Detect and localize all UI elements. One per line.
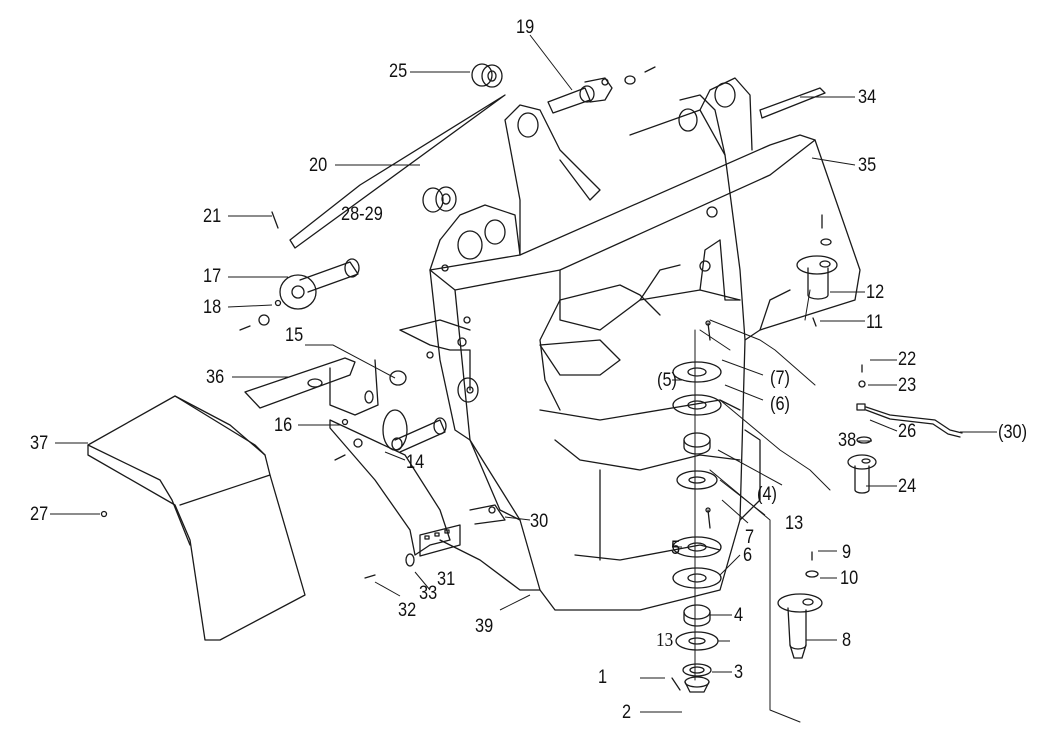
callout-13: 13 (785, 513, 804, 534)
callout-33: 33 (419, 583, 438, 604)
callout-18: 18 (203, 297, 222, 318)
bolt-markers (271, 211, 711, 529)
callout-35: 35 (858, 155, 877, 176)
callout-24: 24 (898, 476, 917, 497)
callout-7: 7 (745, 527, 755, 548)
shim-washers (422, 63, 503, 213)
callout-39: 39 (475, 616, 494, 637)
callout-10: 10 (840, 568, 859, 589)
callout-32: 32 (398, 600, 417, 621)
callout-27: 27 (30, 504, 49, 525)
callout-30: 30 (530, 511, 549, 532)
leader-lines (50, 34, 997, 713)
step-ladder (329, 419, 506, 579)
pin-8 (777, 551, 823, 659)
callout-34: 34 (858, 87, 877, 108)
callout-20: 20 (309, 155, 328, 176)
frame-pin-bores (441, 82, 736, 403)
callout-26: 26 (898, 421, 917, 442)
callout-23: 23 (898, 375, 917, 396)
callout-6: 6 (743, 545, 753, 566)
callout-31: 31 (437, 569, 456, 590)
callout-37: 37 (30, 433, 49, 454)
callout-16: 16 (274, 415, 293, 436)
bearing-stack (671, 361, 722, 693)
callout-5-ref: (5) (657, 370, 677, 391)
callout-30-ref: (30) (998, 422, 1028, 443)
callout-4: 4 (734, 605, 744, 626)
pin-17 (239, 258, 360, 331)
callout-19: 19 (516, 17, 535, 38)
pin-19 (547, 66, 656, 114)
callout-5: 5 (671, 538, 681, 559)
callout-7-ref: (7) (770, 368, 790, 389)
fender-37 (87, 395, 306, 641)
callout-11: 11 (866, 312, 883, 333)
callout-14: 14 (406, 452, 425, 473)
callout-15: 15 (285, 325, 304, 346)
pin-24 (847, 364, 963, 494)
cover-plate-34 (759, 87, 826, 119)
callout-9: 9 (842, 542, 852, 563)
bracket-36 (244, 316, 471, 416)
callout-4-ref: (4) (757, 484, 777, 505)
callout-17: 17 (203, 266, 222, 287)
callout-3: 3 (734, 662, 744, 683)
callout-2: 2 (622, 702, 632, 723)
callout-25: 25 (389, 61, 408, 82)
pin-14 (334, 409, 447, 461)
callout-38: 38 (838, 430, 857, 451)
pin-12 (796, 214, 838, 327)
callout-22: 22 (898, 349, 917, 370)
callout-12: 12 (866, 282, 885, 303)
callout-21: 21 (203, 206, 222, 227)
callout-13-lower: 13 (656, 629, 674, 651)
callout-28-29: 28-29 (341, 204, 383, 225)
callout-6-ref: (6) (770, 394, 790, 415)
callout-36: 36 (206, 367, 225, 388)
callout-8: 8 (842, 630, 852, 651)
shim-plate-20 (289, 94, 506, 249)
explode-axis-lines (694, 289, 831, 723)
callout-1: 1 (598, 667, 608, 688)
main-frame (429, 77, 861, 611)
